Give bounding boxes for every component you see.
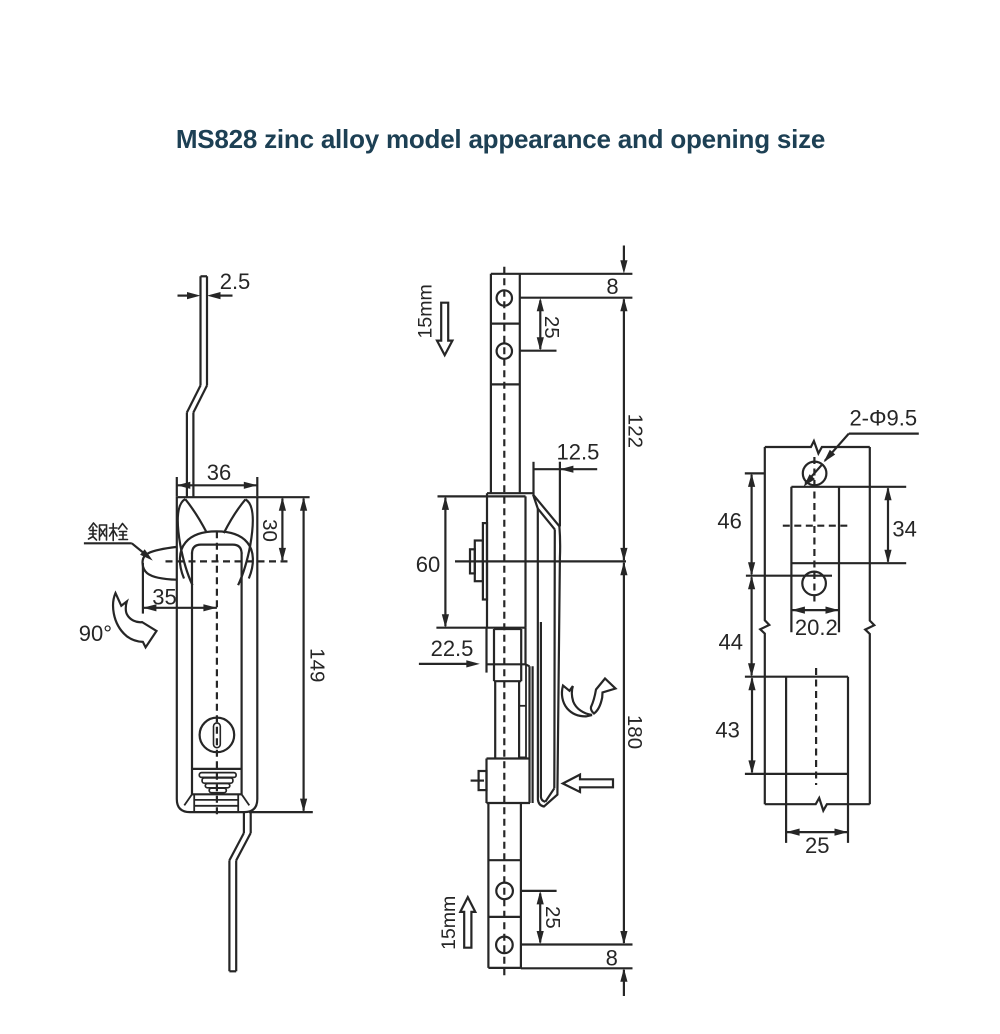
svg-text:122: 122 [624, 414, 647, 448]
svg-text:25: 25 [540, 316, 563, 339]
svg-text:22.5: 22.5 [431, 636, 474, 661]
svg-text:180: 180 [623, 715, 646, 749]
svg-text:34: 34 [892, 517, 916, 542]
svg-text:60: 60 [416, 552, 440, 577]
svg-text:35: 35 [152, 585, 176, 610]
svg-text:8: 8 [606, 274, 618, 299]
svg-text:90°: 90° [79, 621, 112, 646]
svg-text:2.5: 2.5 [220, 269, 251, 294]
svg-text:46: 46 [717, 508, 741, 533]
svg-text:44: 44 [718, 629, 742, 654]
svg-text:25: 25 [805, 833, 829, 858]
svg-text:20.2: 20.2 [795, 615, 838, 640]
svg-text:36: 36 [207, 460, 231, 485]
svg-text:43: 43 [715, 717, 739, 742]
svg-text:2-Φ9.5: 2-Φ9.5 [849, 405, 917, 430]
svg-text:8: 8 [606, 945, 618, 970]
svg-text:12.5: 12.5 [556, 440, 599, 465]
svg-text:15mm: 15mm [438, 896, 460, 950]
svg-text:15mm: 15mm [415, 284, 437, 338]
svg-text:25: 25 [541, 906, 564, 929]
svg-text:149: 149 [305, 648, 328, 682]
svg-text:MS828 zinc alloy model appeara: MS828 zinc alloy model appearance and op… [176, 124, 825, 154]
svg-text:30: 30 [258, 519, 281, 542]
